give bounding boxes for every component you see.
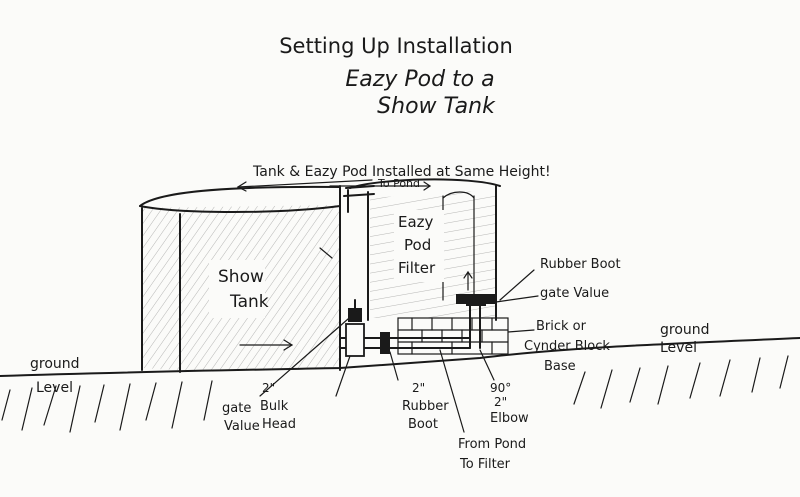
- show-tank-label-2: Tank: [229, 292, 269, 312]
- ground-right-label-1: ground: [660, 322, 710, 338]
- leader-lines: [259, 269, 539, 433]
- ground-left-label-2: Level: [36, 380, 73, 396]
- brick-base: [397, 317, 509, 355]
- elbow-label-3: Elbow: [490, 411, 529, 426]
- ground-left-label-1: ground: [30, 356, 80, 372]
- bulkhead-label-1: 2": [262, 381, 275, 395]
- elbow-label-1: 90°: [490, 381, 511, 395]
- brick-label-1: Brick or: [536, 319, 587, 334]
- same-height-note: Tank & Eazy Pod Installed at Same Height…: [236, 164, 551, 192]
- bottom-plumbing: [339, 294, 496, 357]
- gate-valve-left-label-2: Value: [224, 419, 260, 434]
- eazy-pod-label-3: Filter: [398, 259, 436, 277]
- bulkhead-label-2: Bulk: [260, 399, 289, 414]
- same-height-text: Tank & Eazy Pod Installed at Same Height…: [252, 164, 551, 180]
- rubber-boot-bottom-label-2: Rubber: [402, 399, 449, 414]
- title-block: Setting Up Installation Eazy Pod to a Sh…: [279, 34, 513, 119]
- gate-valve-right-label: gate Value: [540, 286, 609, 301]
- rubber-boot-bottom-label-3: Boot: [408, 417, 438, 432]
- show-tank-label-1: Show: [218, 267, 264, 287]
- eazy-pod-label-1: Eazy: [398, 213, 434, 231]
- elbow-label-2: 2": [494, 395, 507, 409]
- title-line-2: Eazy Pod to a: [345, 67, 494, 92]
- brick-label-3: Base: [544, 359, 576, 374]
- eazy-pod-label-2: Pod: [404, 236, 431, 254]
- ground-right-label-2: Level: [660, 340, 697, 356]
- title-line-3: Show Tank: [377, 94, 496, 119]
- return-pipe: [339, 185, 375, 213]
- rubber-boot-top-label: Rubber Boot: [540, 257, 621, 272]
- show-tank: Show Tank: [139, 185, 341, 373]
- bulkhead-label-3: Head: [262, 417, 296, 432]
- gate-valve-left-label-1: gate: [222, 401, 251, 416]
- rubber-boot-bottom-label-1: 2": [412, 381, 425, 395]
- from-pond-label-2: To Filter: [459, 457, 511, 472]
- title-line-1: Setting Up Installation: [279, 34, 513, 58]
- from-pond-label-1: From Pond: [458, 437, 526, 452]
- brick-label-2: Cynder Block: [524, 339, 610, 354]
